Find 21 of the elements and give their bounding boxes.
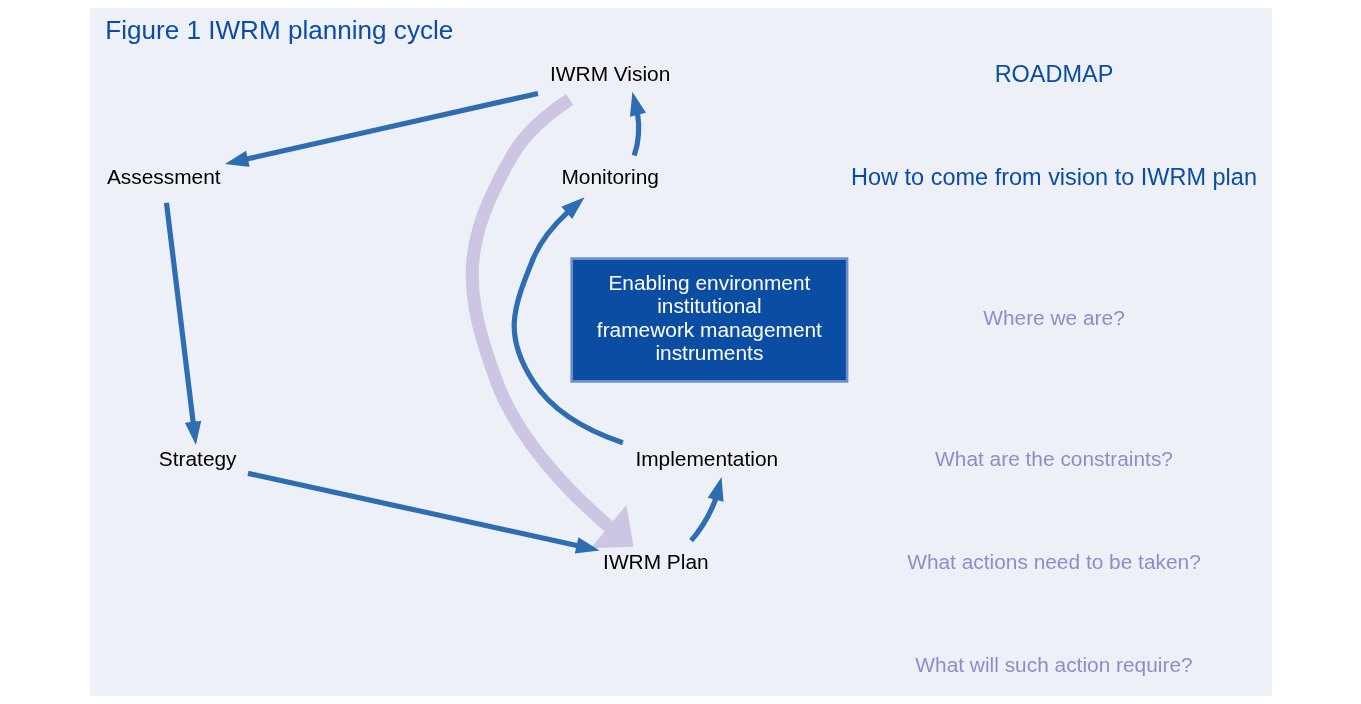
label: What actions need to be taken? <box>906 550 1201 574</box>
label: Where we are? <box>982 305 1125 329</box>
arrow <box>465 94 633 549</box>
arrow <box>224 90 539 167</box>
arrow <box>688 476 724 543</box>
label: What will such action require? <box>914 653 1193 677</box>
label: How to come from vision to IWRM plan <box>850 163 1257 190</box>
arrow <box>163 202 201 446</box>
node-text: Strategy <box>158 446 237 470</box>
label: What are the constraints? <box>934 446 1173 470</box>
node-box: Enabling environment institutional framework management instruments <box>569 257 848 383</box>
node-text: IWRM Vision <box>549 61 670 85</box>
arrow <box>511 197 624 446</box>
node-text: IWRM Plan <box>602 550 709 574</box>
node-text: Assessment <box>106 165 221 188</box>
arrow <box>629 91 646 157</box>
node-text: Implementation <box>634 446 778 470</box>
label: ROADMAP <box>994 60 1113 87</box>
node-text: Monitoring <box>560 165 659 188</box>
diagram-title: Figure 1 IWRM planning cycle <box>104 15 453 46</box>
arrow <box>247 470 600 554</box>
